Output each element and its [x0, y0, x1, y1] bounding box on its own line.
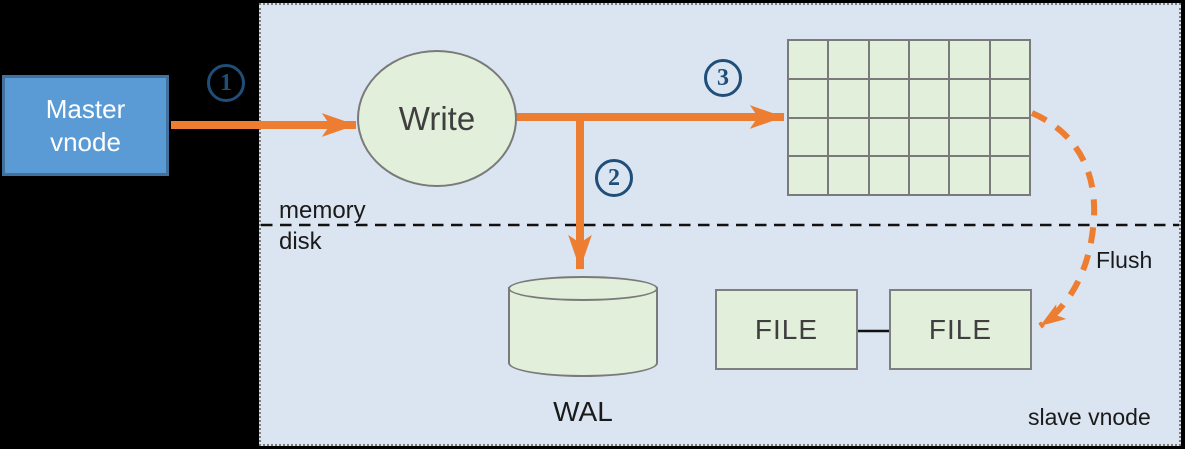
- mem-table-cell: [909, 118, 949, 156]
- wal-label: WAL: [553, 396, 613, 427]
- wal-cylinder: [508, 276, 658, 377]
- mem-table-cell: [990, 41, 1029, 78]
- flush-label: Flush: [1096, 247, 1153, 273]
- step-badge-3: 3: [704, 59, 742, 97]
- mem-table-cell: [829, 157, 868, 194]
- master-vnode-label-line1: Master: [45, 94, 126, 124]
- mem-table-cell: [789, 118, 828, 156]
- step-badge-2: 2: [595, 159, 633, 197]
- write-node-label: Write: [398, 99, 476, 137]
- mem-table-cell: [950, 41, 989, 78]
- file-box-label: FILE: [754, 313, 819, 345]
- mem-table-cell: [990, 118, 1029, 156]
- file-box-label: FILE: [928, 313, 993, 345]
- slave-vnode-label: slave vnode: [1028, 404, 1151, 430]
- mem-table-cell: [950, 157, 989, 194]
- mem-table-cell: [990, 79, 1029, 117]
- mem-table-cell: [789, 41, 828, 78]
- mem-table-cell: [829, 118, 868, 156]
- mem-table-cell: [829, 41, 868, 78]
- mem-table-cell: [990, 157, 1029, 194]
- mem-table-cell: [950, 118, 989, 156]
- file-box-2: FILE: [889, 289, 1032, 370]
- mem-table-cell: [869, 41, 908, 78]
- master-vnode-label-line2: vnode: [50, 126, 121, 157]
- mem-table-cell: [909, 41, 949, 78]
- master-vnode-box: Master vnode: [2, 75, 169, 176]
- step-number: 1: [220, 69, 232, 96]
- step-badge-1: 1: [207, 64, 245, 102]
- wal-cylinder-top: [508, 276, 658, 301]
- step-number: 2: [608, 164, 620, 191]
- step-number: 3: [717, 64, 729, 91]
- mem-table-cell: [829, 79, 868, 117]
- mem-table-cell: [909, 157, 949, 194]
- file-box-1: FILE: [715, 289, 858, 370]
- mem-table: [787, 39, 1031, 196]
- memory-zone-label: memory: [279, 197, 366, 224]
- mem-table-cell: [869, 157, 908, 194]
- mem-table-cell: [789, 157, 828, 194]
- disk-zone-label: disk: [279, 228, 322, 255]
- mem-table-cell: [869, 118, 908, 156]
- mem-table-cell: [950, 79, 989, 117]
- mem-table-cell: [909, 79, 949, 117]
- mem-table-cell: [789, 79, 828, 117]
- mem-table-cell: [869, 79, 908, 117]
- write-node: Write: [357, 50, 517, 187]
